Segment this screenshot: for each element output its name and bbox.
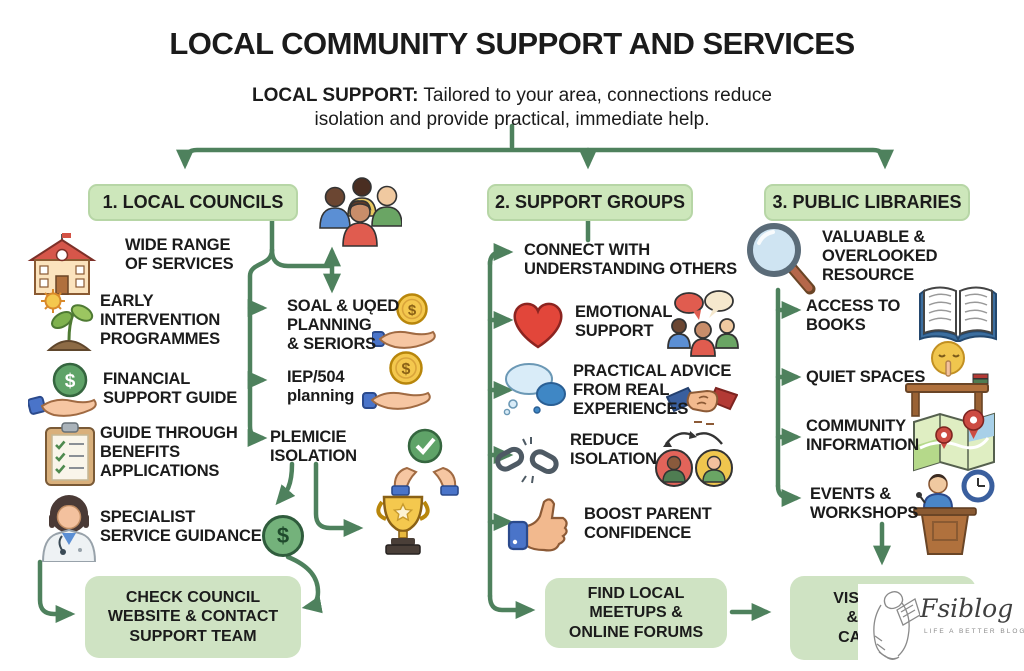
handshake-icon — [665, 378, 739, 439]
watermark-sketch — [873, 591, 920, 660]
coin-hand-icon: $ — [371, 292, 438, 359]
watermark-tagline: LIFE A BETTER BLOG — [924, 628, 1024, 635]
item-label-reduce-isolation: REDUCE ISOLATION — [570, 431, 657, 468]
subtitle-text: Tailored to your area, connections reduc… — [314, 85, 772, 130]
school-icon — [27, 232, 97, 301]
page-subtitle: LOCAL SUPPORT: Tailored to your area, co… — [232, 84, 792, 132]
item-label-iep-504: IEP/504 planning — [287, 368, 355, 405]
item-label-quiet-spaces: QUIET SPACES — [806, 368, 926, 386]
item-label-events-workshops: EVENTS & WORKSHOPS — [810, 485, 919, 522]
svg-text:$: $ — [65, 371, 76, 392]
page-title: LOCAL COMMUNITY SUPPORT AND SERVICES — [169, 26, 855, 61]
item-label-connect: CONNECT WITH UNDERSTANDING OTHERS — [524, 241, 737, 278]
item-label-benefits-applications: GUIDE THROUGH BENEFITS APPLICATIONS — [100, 424, 238, 480]
connected-people-icon — [650, 424, 738, 495]
item-label-plemicie-isolation: PLEMICIE ISOLATION — [270, 428, 357, 465]
footer-check-council: CHECK COUNCIL WEBSITE & CONTACT SUPPORT … — [85, 576, 301, 658]
dollar-glyph: $ — [276, 523, 290, 548]
item-label-early-intervention: EARLY INTERVENTION PROGRAMMES — [100, 292, 221, 348]
magnifier-icon — [744, 222, 818, 303]
quiet-desk-icon — [902, 338, 992, 425]
item-label-valuable-resource: VALUABLE & OVERLOOKED RESOURCE — [822, 228, 938, 284]
item-label-practical-advice: PRACTICAL ADVICE FROM REAL EXPERIENCES — [573, 362, 732, 418]
svg-text:$: $ — [408, 302, 417, 319]
dollar-circle-icon: $ — [262, 515, 304, 557]
trophy-icon — [372, 490, 434, 563]
people-group-icon — [314, 176, 403, 253]
specialist-icon — [36, 492, 102, 567]
seedling-sun-icon — [38, 288, 96, 357]
thumbs-up-icon — [506, 494, 570, 563]
heart-icon — [509, 298, 567, 357]
hands-check-icon — [388, 426, 462, 501]
item-label-specialist-guidance: SPECIALIST SERVICE GUIDANCE — [100, 508, 262, 545]
item-label-access-books: ACCESS TO BOOKS — [806, 297, 901, 334]
item-label-community-information: COMMUNITY INFORMATION — [806, 417, 919, 454]
group-chat-icon — [665, 290, 741, 363]
watermark-name: Fsiblog — [920, 594, 1014, 623]
open-book-icon — [918, 282, 998, 353]
podium-icon — [900, 468, 996, 561]
map-pins-icon — [910, 406, 996, 479]
footer-find-meetups: FIND LOCAL MEETUPS & ONLINE FORUMS — [545, 578, 727, 648]
column-header-public-libraries: 3. PUBLIC LIBRARIES — [764, 184, 970, 221]
watermark: Fsiblog LIFE A BETTER BLOG — [858, 584, 1024, 668]
clipboard-checklist-icon — [42, 422, 98, 493]
broken-chain-icon — [494, 430, 560, 493]
column-header-support-groups: 2. SUPPORT GROUPS — [487, 184, 693, 221]
subtitle-lead: LOCAL SUPPORT: — [252, 85, 419, 106]
column-header-local-councils: 1. LOCAL COUNCILS — [88, 184, 298, 221]
item-label-financial-support: FINANCIAL SUPPORT GUIDE — [103, 370, 238, 407]
thought-bubbles-icon — [502, 360, 568, 425]
item-label-boost-confidence: BOOST PARENT CONFIDENCE — [584, 505, 712, 542]
svg-text:$: $ — [402, 361, 411, 378]
coin-hand-icon: $ — [362, 350, 434, 421]
item-label-wide-range: WIDE RANGE OF SERVICES — [125, 236, 234, 273]
item-label-emotional-support: EMOTIONAL SUPPORT — [575, 303, 673, 340]
item-label-soal-planning: SOAL & UǪED PLANNING & SERIORS — [287, 297, 400, 353]
hand-dollar-icon: $ — [27, 360, 102, 425]
